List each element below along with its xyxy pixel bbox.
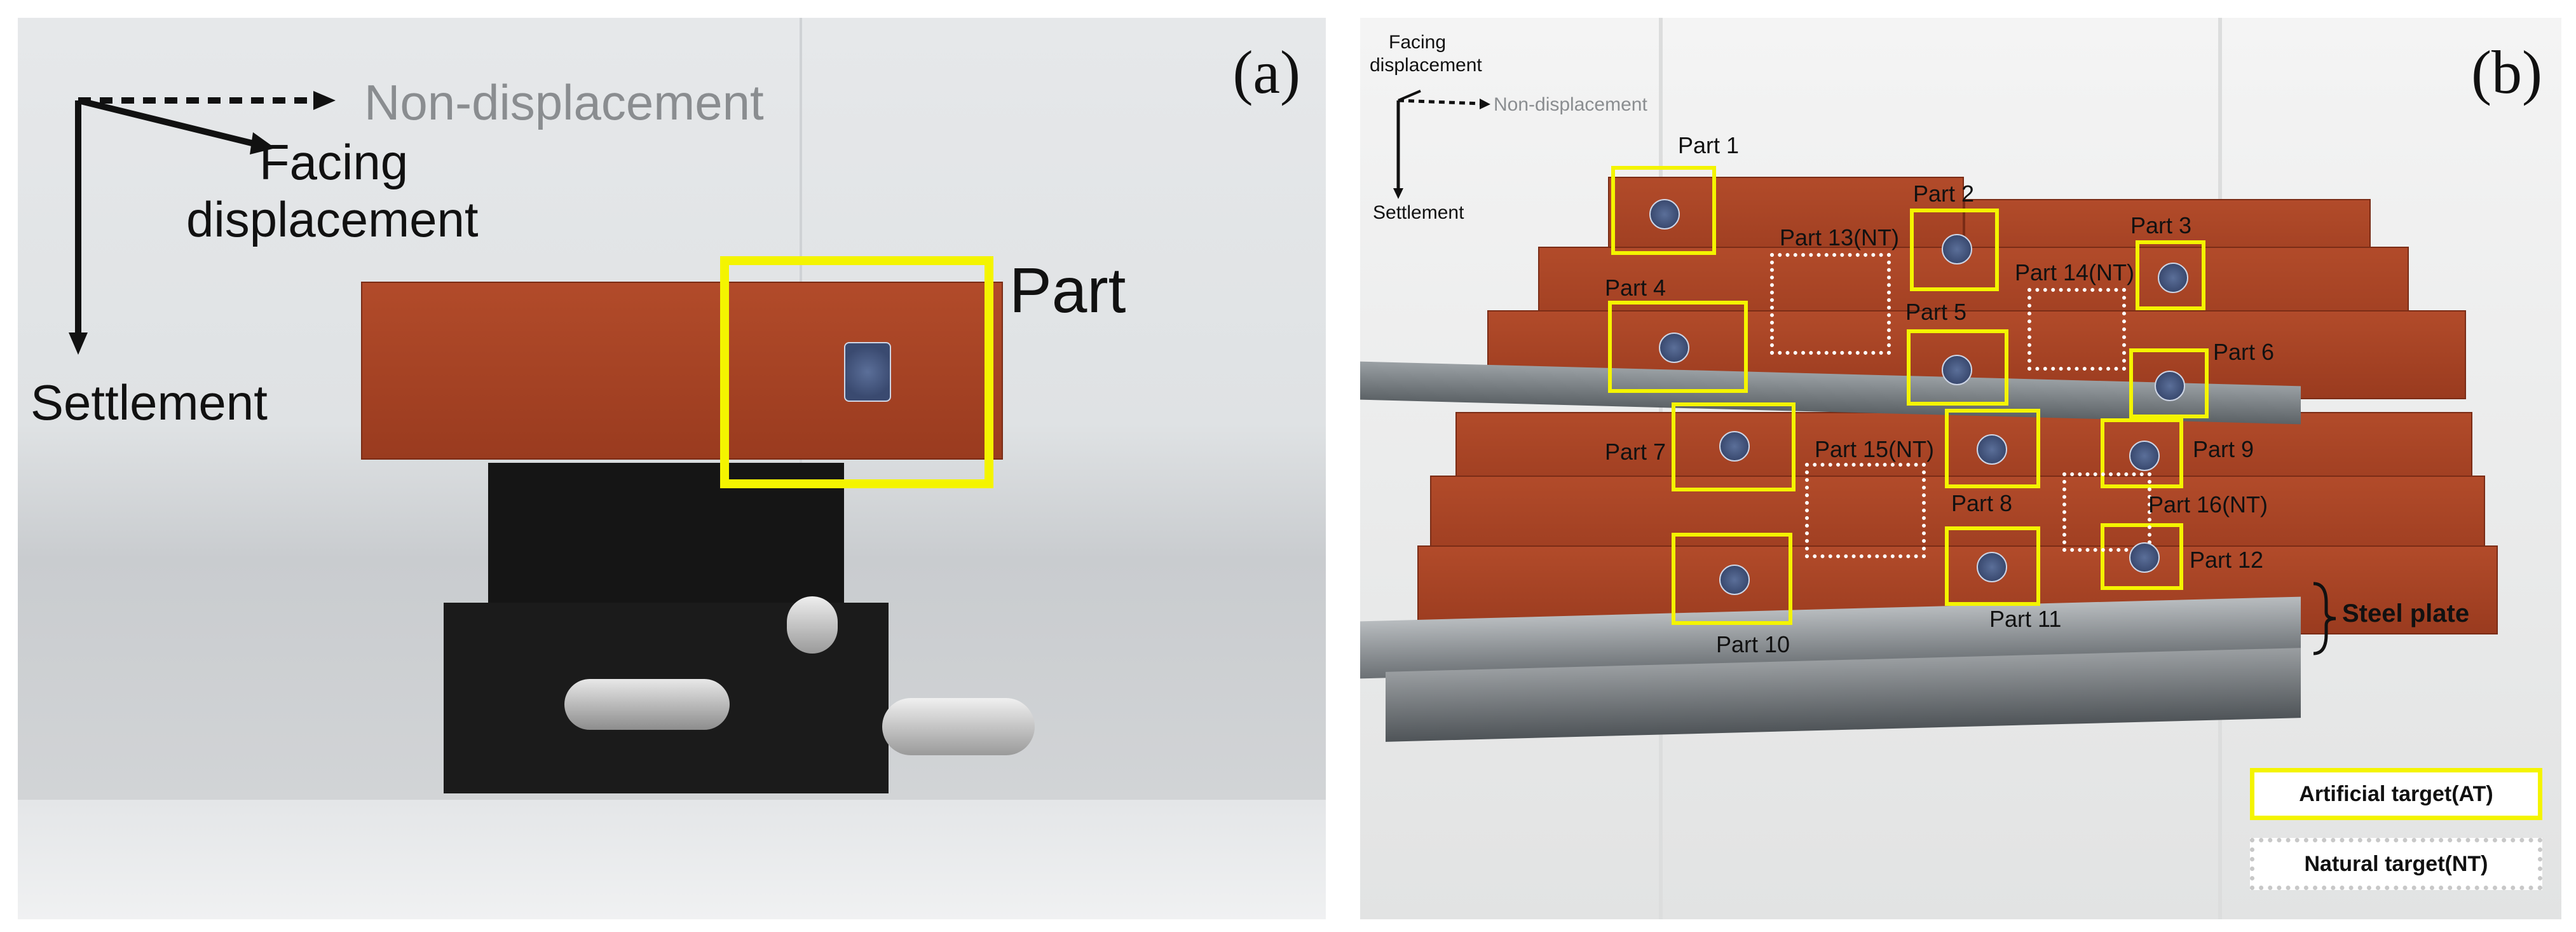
legend-artificial-target-text: Artificial target(AT) [2299, 781, 2493, 806]
axes-diagram-a [69, 91, 336, 355]
at-part-2 [1910, 209, 1999, 291]
settlement-label: Settlement [31, 374, 268, 430]
steel-plate-bracket [2313, 582, 2336, 655]
target-marker [1977, 434, 2007, 465]
facing-label-line2: displacement [186, 191, 479, 247]
panel-a-label: (a) [1232, 38, 1300, 106]
target-marker [1977, 552, 2007, 582]
artificial-target-marker [844, 342, 891, 402]
target-marker [1942, 234, 1972, 264]
panel-b-label: (b) [2471, 38, 2542, 106]
at-part-11 [1945, 526, 2040, 606]
at-part-7 [1672, 402, 1796, 491]
target-marker [1942, 355, 1972, 385]
floor [18, 800, 1326, 919]
at-part-5 [1907, 329, 2008, 406]
part-label-6: Part 6 [2213, 339, 2275, 365]
part-label-16: Part 16(NT) [2148, 491, 2268, 517]
part-label-4: Part 4 [1605, 275, 1666, 301]
target-marker [2158, 263, 2188, 293]
stage-screw [787, 596, 838, 654]
target-marker [1659, 332, 1689, 363]
nt-part-14 [2027, 288, 2126, 371]
part-label-10: Part 10 [1716, 631, 1790, 657]
panel-b-photo: (b) Facing displacement Non-displacement… [1360, 18, 2561, 919]
at-part-9 [2101, 418, 2183, 488]
target-marker [1719, 565, 1750, 595]
part-label-8: Part 8 [1951, 490, 2013, 516]
part-label-13: Part 13(NT) [1780, 224, 1900, 250]
stage-micrometer [882, 698, 1035, 755]
part-label-7: Part 7 [1605, 439, 1666, 465]
part-label-2: Part 2 [1913, 181, 1975, 207]
nt-part-13 [1770, 253, 1891, 355]
at-part-6 [2129, 348, 2209, 418]
target-marker [2129, 441, 2160, 471]
part-label-5: Part 5 [1905, 299, 1967, 325]
brick-block [361, 282, 1003, 460]
legend-artificial-target: Artificial target(AT) [2250, 768, 2542, 820]
b-non-displacement-label: Non-displacement [1494, 94, 1647, 115]
target-marker [2155, 371, 2185, 401]
target-marker [2129, 542, 2160, 573]
part-label-9: Part 9 [2193, 436, 2254, 462]
part-label-3: Part 3 [2130, 212, 2192, 238]
nt-part-15 [1805, 463, 1926, 558]
stage-knob [564, 679, 730, 730]
part-label-a: Part [1009, 255, 1126, 326]
target-marker [1719, 431, 1750, 462]
part-label-14: Part 14(NT) [2015, 259, 2135, 285]
axes-diagram-b [1393, 90, 1490, 199]
b-facing-line2: displacement [1370, 55, 1482, 76]
target-marker [1649, 199, 1680, 230]
part-label-1: Part 1 [1678, 132, 1740, 158]
facing-label-line1: Facing [259, 134, 409, 190]
b-facing-line1: Facing [1389, 32, 1447, 53]
at-part-4 [1608, 301, 1748, 393]
non-displacement-label: Non-displacement [364, 74, 764, 130]
at-part-10 [1672, 533, 1792, 625]
part-label-11: Part 11 [1989, 606, 2062, 632]
at-part-12 [2101, 523, 2183, 590]
part-highlight-box [720, 256, 993, 488]
part-label-12: Part 12 [2190, 547, 2264, 573]
at-part-1 [1611, 166, 1716, 255]
panel-a-photo: (a) Non-displacement Facing displacement… [18, 18, 1326, 919]
part-label-15: Part 15(NT) [1815, 436, 1935, 462]
legend-natural-target-text: Natural target(NT) [2304, 851, 2488, 876]
legend-natural-target: Natural target(NT) [2250, 838, 2542, 890]
b-settlement-label: Settlement [1373, 202, 1464, 223]
at-part-8 [1945, 409, 2040, 488]
nt-part-16 [2062, 472, 2151, 552]
steel-plate-label: Steel plate [2342, 600, 2470, 627]
at-part-3 [2136, 240, 2205, 310]
